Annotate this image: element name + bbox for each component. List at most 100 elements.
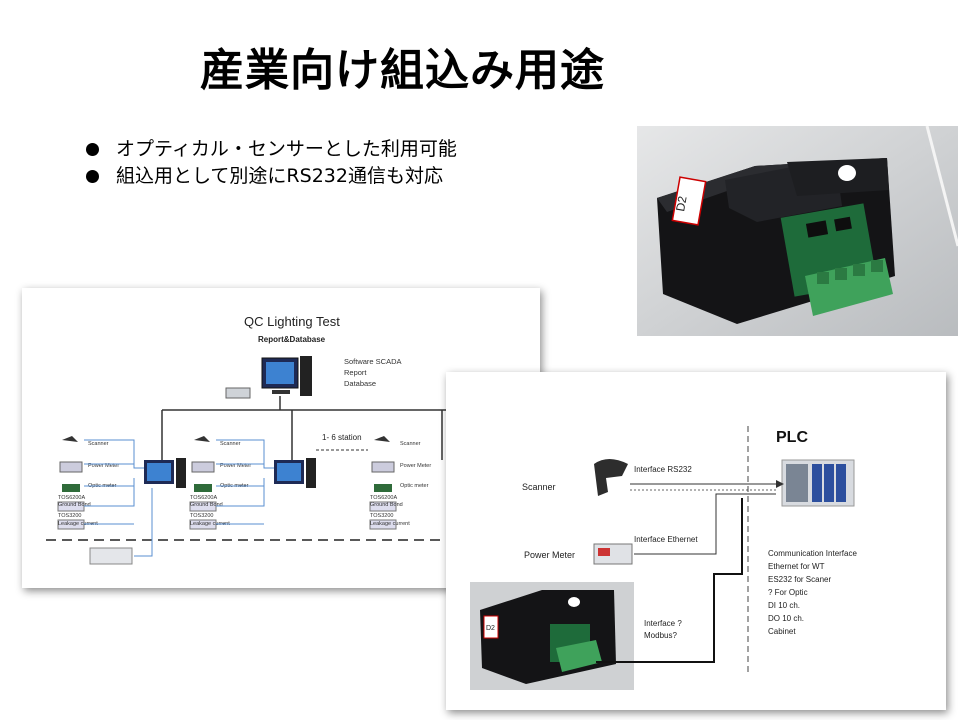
comm-interface-line: Ethernet for WT: [768, 562, 825, 571]
station-item-label: Power Meter: [88, 463, 119, 469]
pcb-chip: [834, 216, 852, 232]
tos-tester-icon: [369, 501, 397, 512]
bullet-text: オプティカル・センサーとした利用可能: [116, 138, 457, 160]
station-item-label: TOS3200: [370, 513, 393, 519]
comm-interface-line: ES232 for Scaner: [768, 575, 831, 584]
network-hub: [225, 387, 251, 399]
shared-tester-icon: [89, 547, 133, 565]
pcb-chip: [805, 220, 829, 238]
comm-interface-line: Communication Interface: [768, 549, 857, 558]
embedded-terminal: [556, 640, 602, 672]
diagram-title: QC Lighting Test: [244, 314, 340, 329]
station-screen: [277, 463, 301, 481]
embedded-d2-label: D2: [486, 625, 495, 632]
station-item-label: Power Meter: [220, 463, 251, 469]
tos-tester-icon: [369, 519, 397, 530]
plc-module: [836, 464, 846, 502]
station-item-label: Ground Bond: [370, 502, 403, 508]
station-range-label: 1- 6 station: [322, 433, 362, 442]
station-1: Scanner Power Meter Optic meter TOS6200A…: [57, 436, 186, 530]
station-item-label: TOS3200: [58, 513, 81, 519]
bullet-dot-icon: [86, 143, 99, 156]
optic-meter-icon: [62, 484, 80, 492]
comm-interface-line: ? For Optic: [768, 588, 808, 597]
scanner-icon: [62, 436, 78, 442]
comm-interface-line: DI 10 ch.: [768, 601, 800, 610]
station-item-label: Ground Bond: [58, 502, 91, 508]
station-item-label: Scanner: [220, 441, 241, 447]
embedded-d2-sticker: [483, 615, 499, 639]
terminal-screw: [835, 268, 847, 280]
comm-interface-line: Cabinet: [768, 627, 796, 636]
server-computer: [225, 356, 312, 399]
scanner-icon: [374, 436, 390, 442]
terminal-screw: [853, 264, 865, 276]
bullet-item: オプティカル・センサーとした利用可能: [86, 136, 457, 163]
embedded-sensor-photo: D2: [470, 582, 634, 690]
station-screen: [147, 463, 171, 481]
ethernet-connection: [634, 493, 776, 555]
server-tower: [300, 356, 312, 396]
sensor-photo-drawing: D2: [637, 126, 958, 336]
slide-title: 産業向け組込み用途: [200, 45, 605, 96]
arrow-head-icon: [776, 480, 784, 488]
power-meter-label: Power Meter: [524, 550, 575, 560]
led-lens: [838, 165, 856, 181]
interface-rs232-label: Interface RS232: [634, 465, 692, 474]
d2-sticker: [671, 176, 707, 226]
plc-label: PLC: [776, 429, 808, 446]
station-item-label: TOS6200A: [370, 495, 397, 501]
station-wiring: [84, 439, 144, 525]
qc-lighting-svg: QC Lighting Test Report&Database Softwar…: [46, 314, 540, 565]
station-tower: [306, 458, 316, 488]
interface-unknown-label: Interface ?: [644, 619, 682, 628]
diagram-subtitle: Report&Database: [258, 335, 326, 344]
bullet-dot-icon: [86, 170, 99, 183]
plc-device: [781, 459, 855, 507]
optic-meter-icon: [374, 484, 392, 492]
bullet-list: オプティカル・センサーとした利用可能 組込用として別途にRS232通信も対応: [86, 136, 457, 190]
server-label: Database: [344, 379, 376, 388]
station-item-label: Scanner: [88, 441, 109, 447]
bullet-item: 組込用として別途にRS232通信も対応: [86, 163, 457, 190]
station-item-label: TOS3200: [190, 513, 213, 519]
station-item-label: Leakage current: [370, 521, 410, 527]
power-meter-icon: [59, 461, 83, 473]
housing-front-top: [787, 158, 889, 196]
station-item-label: Leakage current: [190, 521, 230, 527]
server-screen: [266, 362, 294, 384]
station-item-label: Scanner: [400, 441, 421, 447]
plc-integration-svg: PLC Scanner Interface RS232 Power Meter …: [470, 426, 857, 690]
modbus-label: Modbus?: [644, 631, 677, 640]
comm-interface-line: DO 10 ch.: [768, 614, 804, 623]
power-meter-icon: [191, 461, 215, 473]
station-tower: [176, 458, 186, 488]
optic-meter-icon: [194, 484, 212, 492]
station-item-label: TOS6200A: [58, 495, 85, 501]
terminal-screw: [817, 272, 829, 284]
station-3: Scanner Power Meter Optic meter TOS6200A…: [369, 436, 431, 530]
scanner-icon: [194, 436, 210, 442]
station-item-label: TOS6200A: [190, 495, 217, 501]
modbus-connection: [596, 498, 743, 663]
plc-module: [824, 464, 834, 502]
terminal-screw: [871, 260, 883, 272]
station-item-label: Optic meter: [400, 483, 429, 489]
station-2: Scanner Power Meter Optic meter TOS6200A…: [189, 436, 316, 530]
bullet-text: 組込用として別途にRS232通信も対応: [116, 165, 443, 187]
plc-module: [786, 464, 808, 502]
sensor-photo: D2: [637, 126, 958, 336]
d2-sticker-label: D2: [673, 195, 690, 213]
power-meter-display: [598, 548, 610, 556]
plc-module: [812, 464, 822, 502]
interface-ethernet-label: Interface Ethernet: [634, 535, 698, 544]
embedded-led: [568, 597, 580, 607]
plc-integration-diagram: PLC Scanner Interface RS232 Power Meter …: [446, 372, 946, 710]
barcode-scanner-icon: [594, 459, 628, 496]
photo-table-line: [925, 126, 958, 247]
station-item-label: Leakage current: [58, 521, 98, 527]
server-label: Software SCADA: [344, 357, 402, 366]
scanner-label: Scanner: [522, 482, 556, 492]
station-item-label: Ground Bond: [190, 502, 223, 508]
station-item-label: Power Meter: [400, 463, 431, 469]
